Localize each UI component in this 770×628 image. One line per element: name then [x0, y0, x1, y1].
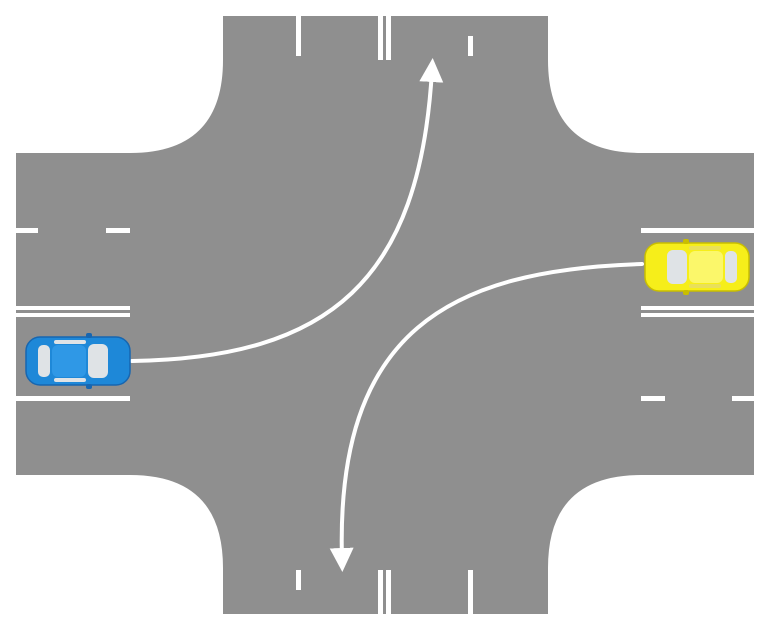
- south-center-line-1: [378, 570, 383, 614]
- south-lane-dash-right: [468, 570, 473, 614]
- blue-car-path: [130, 58, 444, 363]
- yellow-car-mirror-bottom: [683, 290, 689, 295]
- blue-car: [25, 333, 131, 389]
- yellow-car-path: [329, 262, 644, 572]
- horizontal-road: [16, 153, 754, 475]
- yellow-car-windshield: [667, 250, 687, 284]
- blue-car-side-window-top: [54, 340, 86, 344]
- east-lane-line: [641, 228, 754, 233]
- west-center-line-1: [16, 306, 130, 310]
- yellow-car-mirror-top: [683, 239, 689, 244]
- north-center-line-2: [386, 16, 391, 60]
- west-lane-dash-1: [16, 228, 38, 233]
- blue-car-side-window-bottom: [54, 378, 86, 382]
- blue-car-rear-window: [38, 345, 50, 377]
- north-center-line-1: [378, 16, 383, 60]
- blue-car-roof: [52, 345, 86, 377]
- south-lane-dash-left: [296, 570, 301, 590]
- east-lane-dash-1: [641, 396, 665, 401]
- west-lane-dash-2: [106, 228, 130, 233]
- yellow-car: [644, 239, 750, 295]
- yellow-car-roof: [689, 251, 723, 283]
- corner-fillet-nw: [130, 60, 223, 153]
- blue-car-mirror-bottom: [86, 384, 92, 389]
- corner-fillet-sw: [130, 475, 223, 568]
- corner-fillet-ne: [548, 60, 641, 153]
- blue-car-mirror-top: [86, 333, 92, 338]
- south-center-line-2: [386, 570, 391, 614]
- lane-markings: [16, 16, 754, 614]
- north-lane-dash-left: [296, 16, 301, 56]
- yellow-car-side-window-top: [689, 246, 721, 250]
- east-center-line-2: [641, 313, 754, 317]
- yellow-car-rear-window: [725, 251, 737, 283]
- west-center-line-2: [16, 313, 130, 317]
- north-lane-dash-right: [468, 36, 473, 56]
- west-lane-dash-3: [16, 396, 130, 401]
- corner-fillet-se: [548, 475, 641, 568]
- east-lane-dash-2: [732, 396, 754, 401]
- blue-car-windshield: [88, 344, 108, 378]
- road-surface: [16, 16, 754, 614]
- east-center-line-1: [641, 306, 754, 310]
- yellow-car-side-window-bottom: [689, 284, 721, 288]
- movement-paths: [130, 58, 644, 572]
